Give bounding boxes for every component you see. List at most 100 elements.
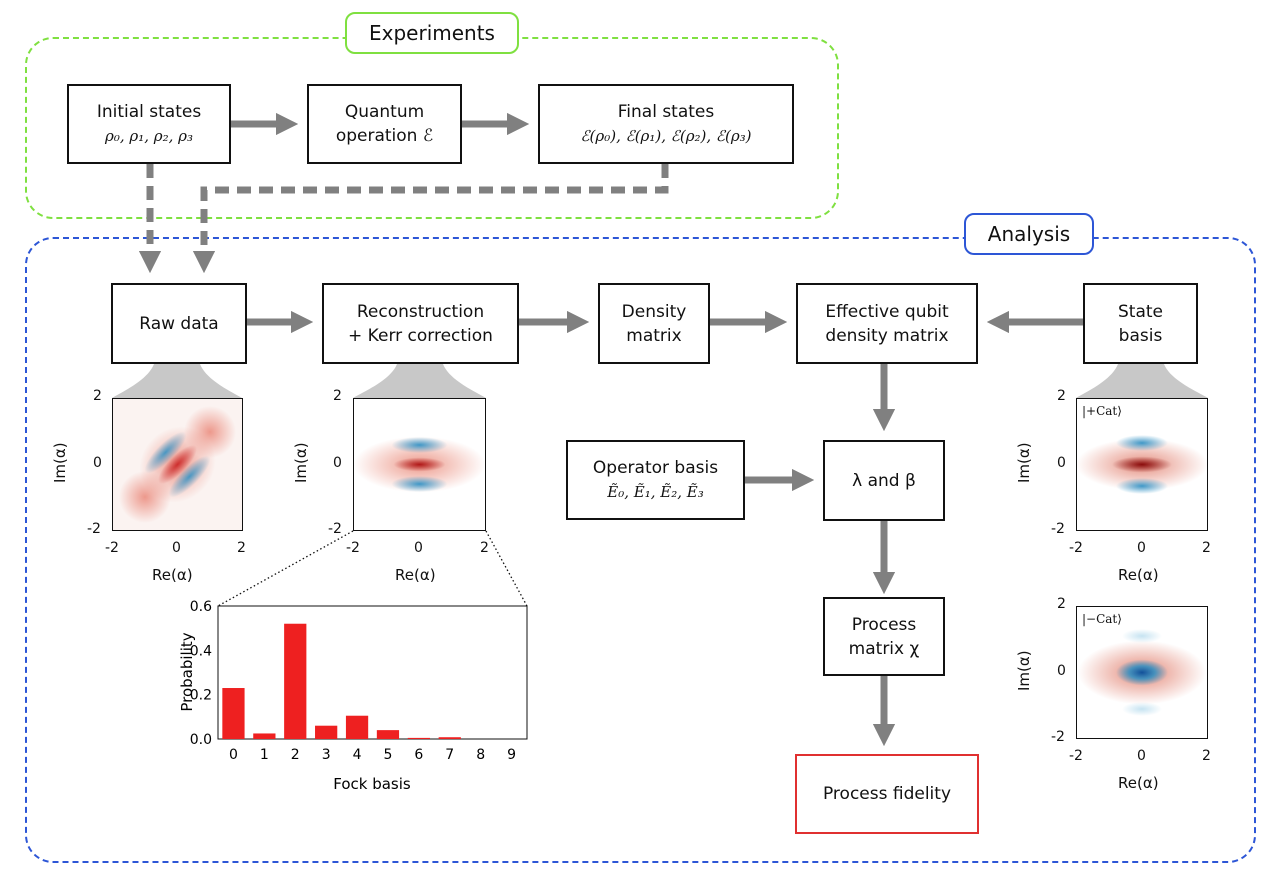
connector-statebasis-plot xyxy=(1076,364,1208,398)
fock-bar-4 xyxy=(345,715,369,739)
dashed-arrow-final-to-raw xyxy=(192,164,669,274)
raw-ylabel: Im(α) xyxy=(51,442,69,483)
plus-xtick-left: -2 xyxy=(1069,540,1083,556)
plus-xtick-right: 2 xyxy=(1202,540,1211,556)
raw-ytick-top: 2 xyxy=(93,388,102,404)
fock-bar-0 xyxy=(222,688,245,739)
minus-xtick-right: 2 xyxy=(1202,748,1211,764)
rec-xtick-mid: 0 xyxy=(414,540,423,556)
raw-xlabel: Re(α) xyxy=(152,566,193,584)
minus-ytick-bottom: -2 xyxy=(1051,729,1065,745)
minus-xtick-left: -2 xyxy=(1069,748,1083,764)
fock-xlabel: Fock basis xyxy=(333,775,411,793)
analysis-region xyxy=(25,237,1256,863)
plus-ytick-bottom: -2 xyxy=(1051,521,1065,537)
state-basis-label-1: State xyxy=(1118,301,1163,322)
rec-ytick-top: 2 xyxy=(333,388,342,404)
minus-ytick-top: 2 xyxy=(1057,596,1066,612)
plus-xtick-mid: 0 xyxy=(1137,540,1146,556)
rec-ytick-bottom: -2 xyxy=(328,521,342,537)
minus-ylabel: Im(α) xyxy=(1015,650,1033,691)
density-matrix-box: Density matrix xyxy=(598,283,710,364)
quantum-operation-box: Quantum operation ℰ xyxy=(307,84,462,164)
fock-xtick-1: 1 xyxy=(260,747,269,763)
wigner-plus-cat-plot xyxy=(1076,398,1208,531)
fock-xtick-9: 9 xyxy=(507,747,516,763)
wigner-reconstruction-plot xyxy=(353,398,486,531)
operator-basis-box: Operator basis Ẽ₀, Ẽ₁, Ẽ₂, Ẽ₃ xyxy=(566,440,745,520)
fock-ytick-1: 0.2 xyxy=(190,688,212,704)
density-matrix-label-1: Density xyxy=(621,301,687,322)
fock-plot-area xyxy=(217,605,528,740)
rec-ytick-mid: 0 xyxy=(333,455,342,471)
operator-basis-formula: Ẽ₀, Ẽ₁, Ẽ₂, Ẽ₃ xyxy=(607,483,704,501)
raw-data-label: Raw data xyxy=(139,313,219,334)
rec-xlabel: Re(α) xyxy=(395,566,436,584)
rec-xtick-right: 2 xyxy=(480,540,489,556)
initial-states-label: Initial states xyxy=(96,102,202,122)
plus-ytick-mid: 0 xyxy=(1057,455,1066,471)
connector-reconstruction-plot xyxy=(353,364,486,398)
process-matrix-label-2: matrix χ xyxy=(848,638,920,659)
minus-xlabel: Re(α) xyxy=(1118,774,1159,792)
plus-ytick-top: 2 xyxy=(1057,388,1066,404)
wigner-raw-plot xyxy=(112,398,243,531)
zoom-line-right xyxy=(485,530,528,607)
effective-qubit-label-1: Effective qubit xyxy=(825,301,949,322)
reconstruction-box: Reconstruction + Kerr correction xyxy=(322,283,519,364)
fock-bar-2 xyxy=(284,623,307,739)
plus-cat-label: |+Cat⟩ xyxy=(1082,404,1122,418)
fock-ytick-3: 0.6 xyxy=(190,599,212,615)
lambda-beta-label: λ and β xyxy=(852,470,916,491)
zoom-line-left xyxy=(217,530,354,607)
minus-ytick-mid: 0 xyxy=(1057,663,1066,679)
state-basis-box: State basis xyxy=(1083,283,1198,364)
wigner-minus-cat-plot xyxy=(1076,606,1208,739)
final-states-formula: ℰ(ρ₀), ℰ(ρ₁), ℰ(ρ₂), ℰ(ρ₃) xyxy=(580,127,752,145)
effective-qubit-box: Effective qubit density matrix xyxy=(796,283,978,364)
fock-xtick-0: 0 xyxy=(229,747,238,763)
fock-xtick-7: 7 xyxy=(445,747,454,763)
quantum-operation-label-1: Quantum xyxy=(344,102,425,122)
raw-xtick-mid: 0 xyxy=(172,540,181,556)
rec-xtick-left: -2 xyxy=(346,540,360,556)
state-basis-label-2: basis xyxy=(1118,325,1163,346)
reconstruction-label-2: + Kerr correction xyxy=(348,325,493,346)
effective-qubit-label-2: density matrix xyxy=(825,325,949,346)
minus-xtick-mid: 0 xyxy=(1137,748,1146,764)
fock-ylabel: Probability xyxy=(180,632,196,711)
fock-xtick-5: 5 xyxy=(383,747,392,763)
raw-xtick-right: 2 xyxy=(237,540,246,556)
fock-xtick-3: 3 xyxy=(322,747,331,763)
process-matrix-label-1: Process xyxy=(851,614,917,635)
raw-xtick-left: -2 xyxy=(105,540,119,556)
fock-xtick-4: 4 xyxy=(353,747,362,763)
final-states-box: Final states ℰ(ρ₀), ℰ(ρ₁), ℰ(ρ₂), ℰ(ρ₃) xyxy=(538,84,794,164)
initial-states-box: Initial states ρ₀, ρ₁, ρ₂, ρ₃ xyxy=(67,84,231,164)
density-matrix-label-2: matrix xyxy=(626,325,682,346)
process-fidelity-box: Process fidelity xyxy=(795,754,979,834)
connector-raw-plot xyxy=(112,364,242,398)
plus-ylabel: Im(α) xyxy=(1015,442,1033,483)
raw-ytick-bottom: -2 xyxy=(87,521,101,537)
process-fidelity-label: Process fidelity xyxy=(822,784,952,804)
minus-cat-label: |−Cat⟩ xyxy=(1082,612,1122,626)
rec-ylabel: Im(α) xyxy=(292,442,310,483)
fock-ytick-0: 0.0 xyxy=(190,732,212,748)
fock-bar-6 xyxy=(407,737,430,739)
fock-xtick-2: 2 xyxy=(291,747,300,763)
operator-basis-label: Operator basis xyxy=(592,458,719,478)
experiments-title: Experiments xyxy=(345,12,519,54)
raw-data-box: Raw data xyxy=(111,283,247,364)
fock-xtick-6: 6 xyxy=(414,747,423,763)
final-states-label: Final states xyxy=(617,102,715,122)
fock-bar-5 xyxy=(376,730,400,739)
fock-bar-7 xyxy=(438,737,461,739)
quantum-operation-label-2: operation ℰ xyxy=(335,126,434,146)
reconstruction-label-1: Reconstruction xyxy=(356,301,485,322)
fock-xtick-8: 8 xyxy=(476,747,485,763)
fock-bar-3 xyxy=(315,725,338,739)
